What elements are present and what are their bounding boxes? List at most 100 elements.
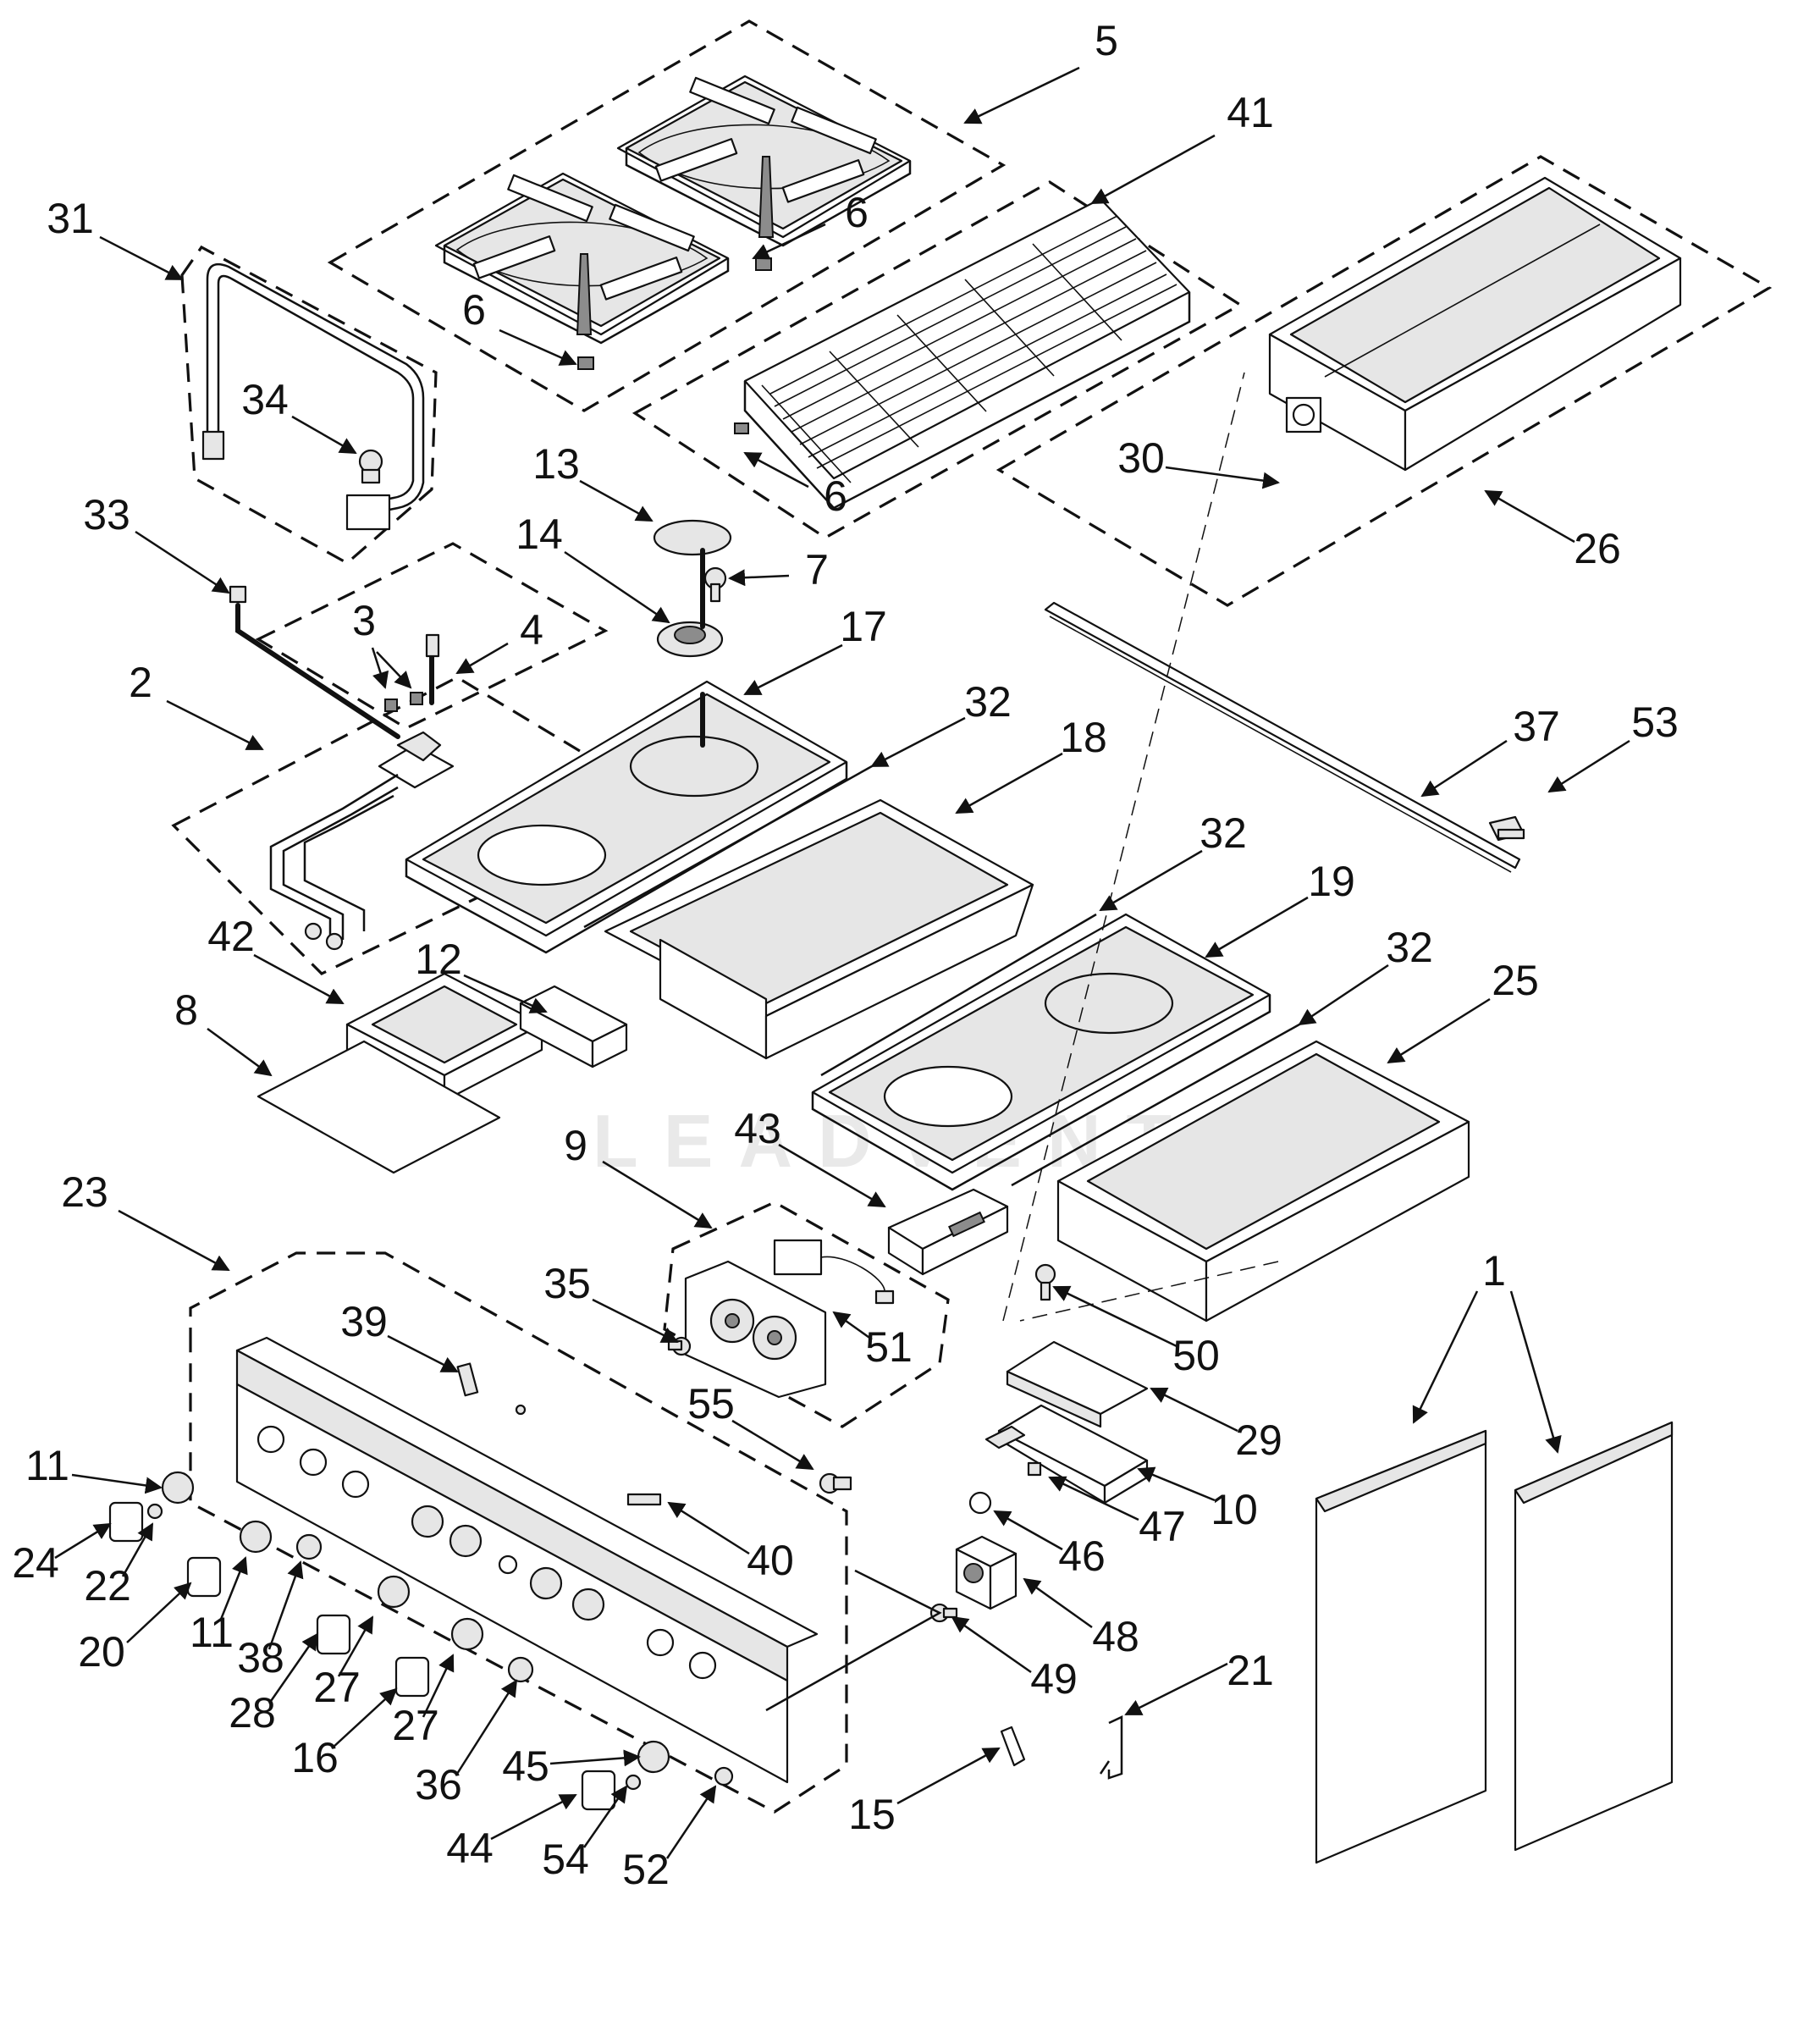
leader-arrow [602, 1160, 713, 1229]
callout-44: 44 [446, 1825, 494, 1872]
leader-arrow [54, 1522, 112, 1560]
burner-manifold [269, 773, 399, 951]
callout-54: 54 [542, 1836, 589, 1883]
leader-arrow [499, 329, 577, 366]
burner-box-right [811, 913, 1271, 1191]
callout-27b: 27 [392, 1702, 439, 1749]
callout-5: 5 [1095, 17, 1118, 64]
callout-53: 53 [1631, 698, 1679, 746]
bezel-36 [507, 1656, 534, 1683]
callout-7: 7 [805, 546, 829, 594]
callout-25: 25 [1492, 957, 1539, 1004]
callout-21: 21 [1227, 1647, 1274, 1694]
callout-46: 46 [1058, 1532, 1106, 1580]
callout-32b: 32 [1200, 809, 1247, 857]
callout-6a: 6 [845, 189, 869, 236]
leader-arrow [549, 1749, 641, 1767]
callout-17: 17 [840, 603, 887, 650]
bezel-38 [295, 1533, 323, 1560]
callout-27a: 27 [313, 1664, 361, 1711]
callout-13: 13 [532, 440, 580, 488]
leader-arrow [1090, 134, 1216, 205]
callout-28: 28 [229, 1689, 276, 1737]
callout-16: 16 [291, 1734, 339, 1781]
leader-arrow [1547, 739, 1630, 793]
burner-grate-right [616, 75, 912, 247]
griddle-pan [1056, 1040, 1470, 1322]
spark-module [887, 1188, 1009, 1276]
knob-screw-22 [146, 1503, 163, 1520]
control-housing [684, 1260, 827, 1399]
callout-42: 42 [207, 913, 255, 960]
callout-4: 4 [520, 606, 543, 654]
callout-3: 3 [352, 597, 376, 644]
leader-arrow [1205, 896, 1309, 958]
leader-arrow [371, 647, 389, 689]
control-panel [235, 1336, 819, 1784]
support-bracket [1000, 1726, 1026, 1767]
callout-35: 35 [543, 1260, 591, 1307]
leader-arrow [1150, 1387, 1238, 1433]
grill-burner-pan [604, 798, 1034, 1060]
leader-arrow [1509, 1290, 1562, 1454]
leader-arrow [118, 1209, 230, 1272]
leader-arrow [166, 699, 264, 751]
leader-arrow [1387, 997, 1491, 1064]
leader-arrow [592, 1298, 679, 1344]
leader-arrow [870, 716, 966, 768]
knob-bezel-27a [377, 1575, 411, 1609]
leader-arrow [126, 1582, 192, 1643]
callout-11b: 11 [190, 1609, 234, 1656]
leader-arrow [267, 1560, 304, 1650]
leader-arrow [253, 953, 345, 1005]
leader-arrow [582, 1785, 628, 1848]
leader-arrow [387, 1334, 459, 1373]
leader-arrow [337, 1615, 374, 1677]
leader-arrow [951, 1615, 1032, 1674]
side-panel-left [1315, 1429, 1487, 1864]
knob-bezel-27b [450, 1617, 484, 1651]
callout-29: 29 [1235, 1416, 1282, 1464]
assembly-lines [765, 372, 1279, 1712]
leader-arrow [896, 1747, 1001, 1805]
callout-31: 31 [47, 195, 94, 242]
leader-arrow [728, 569, 790, 587]
rear-rail [1044, 601, 1521, 873]
leader-arrow [1023, 1577, 1093, 1629]
callout-38: 38 [237, 1634, 284, 1681]
knob-20 [186, 1556, 222, 1598]
screw-52 [714, 1766, 734, 1786]
leader-arrow [490, 1793, 577, 1841]
callout-45: 45 [502, 1742, 549, 1790]
callout-52: 52 [622, 1846, 670, 1893]
bracket-screw [1034, 1263, 1056, 1301]
leader-arrow [455, 1679, 518, 1775]
knob-bezel-11a [161, 1471, 195, 1505]
mounting-bracket [1006, 1340, 1149, 1428]
crossover-tube [201, 262, 425, 531]
side-bracket [1099, 1715, 1123, 1780]
burner-cap [653, 519, 732, 556]
burner-box-left [405, 680, 848, 954]
leader-arrow [1124, 1662, 1228, 1716]
terminal-block [1027, 1461, 1042, 1477]
grill-grate-group-outline [631, 180, 1244, 539]
leader-arrow [135, 530, 230, 594]
panel-connector [515, 1404, 662, 1506]
knob-16 [394, 1656, 430, 1698]
relay-board [519, 985, 628, 1068]
grates-group-outline [327, 19, 1007, 412]
leader-arrow [1052, 1285, 1177, 1348]
leader-arrow [1484, 489, 1575, 544]
gasket-strip-2 [820, 913, 1097, 1077]
switch-assembly [955, 1535, 1018, 1610]
callout-43: 43 [734, 1105, 781, 1152]
insulation-sheet [256, 1040, 501, 1174]
callout-12: 12 [415, 936, 462, 983]
knob-screw-54 [625, 1774, 642, 1791]
knob-bezel-11b [239, 1520, 273, 1554]
leader-arrow [1137, 1466, 1216, 1502]
side-panel-right [1514, 1421, 1674, 1852]
junction-box [984, 1404, 1149, 1505]
